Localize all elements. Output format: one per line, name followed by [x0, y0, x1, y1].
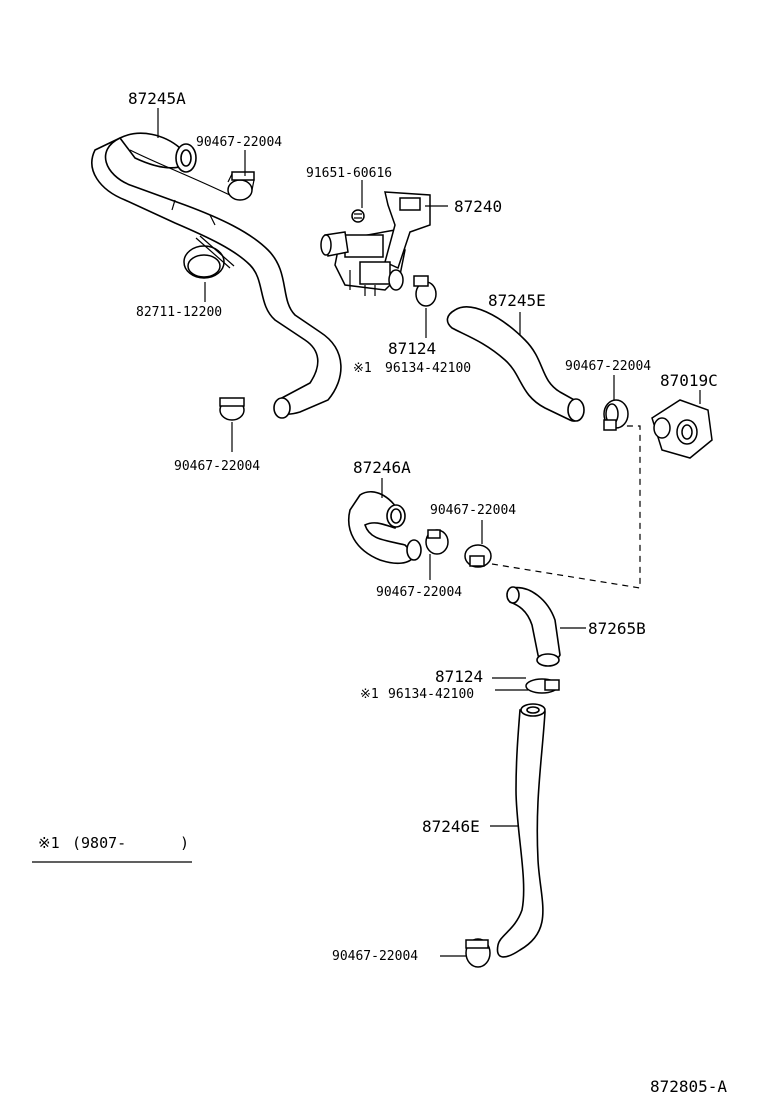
label-note-a-part: 96134-42100 [385, 361, 471, 376]
clip-82711 [183, 235, 235, 279]
label-87124-lower: 87124 [435, 667, 483, 686]
valve-87240 [320, 191, 431, 296]
hose-87245E [446, 306, 585, 422]
label-87246E: 87246E [422, 817, 480, 836]
hose-87246E [496, 703, 546, 958]
clamp-left-low [219, 397, 245, 421]
clamp-right [603, 399, 629, 431]
leader-lines [32, 108, 701, 957]
diagram-id: 872805-A [650, 1077, 727, 1096]
label-87245E: 87245E [488, 291, 546, 310]
clamp-mid-a [425, 529, 449, 555]
label-87240: 87240 [454, 197, 502, 216]
label-87245A: 87245A [128, 89, 186, 108]
label-87124-upper: 87124 [388, 339, 436, 358]
label-clamp-bottom: 90467-22004 [332, 949, 418, 964]
label-87246A: 87246A [353, 458, 411, 477]
label-87265B: 87265B [588, 619, 646, 638]
clamp-bottom [465, 938, 491, 968]
hose-87246A [348, 491, 422, 565]
label-note-b-part: 96134-42100 [388, 687, 474, 702]
clamp-mid-b [464, 544, 492, 568]
clamp-top [227, 171, 255, 201]
label-note-b-mark: ※1 [360, 687, 379, 702]
label-clip: 82711-12200 [136, 305, 222, 320]
label-87019C: 87019C [660, 371, 718, 390]
legend-text: (9807- [72, 834, 126, 852]
label-clamp-mid-b: 90467-22004 [376, 585, 462, 600]
legend-close: ) [180, 834, 189, 852]
grommet-87019C [651, 399, 713, 459]
label-clamp-mid-a: 90467-22004 [430, 503, 516, 518]
label-note-a-mark: ※1 [353, 361, 372, 376]
label-clamp-right: 90467-22004 [565, 359, 651, 374]
label-clamp-top: 90467-22004 [196, 135, 282, 150]
clamp-87124-upper [413, 275, 437, 307]
hose-87265B [506, 586, 561, 667]
hose-87245A [91, 132, 342, 419]
legend-mark: ※1 [38, 834, 60, 852]
label-clamp-left-low: 90467-22004 [174, 459, 260, 474]
bolt-91651 [351, 209, 365, 223]
labels: 87245A 90467-22004 91651-60616 87240 827… [38, 89, 727, 1096]
label-bolt: 91651-60616 [306, 166, 392, 181]
clamp-87124-lower [525, 678, 560, 694]
